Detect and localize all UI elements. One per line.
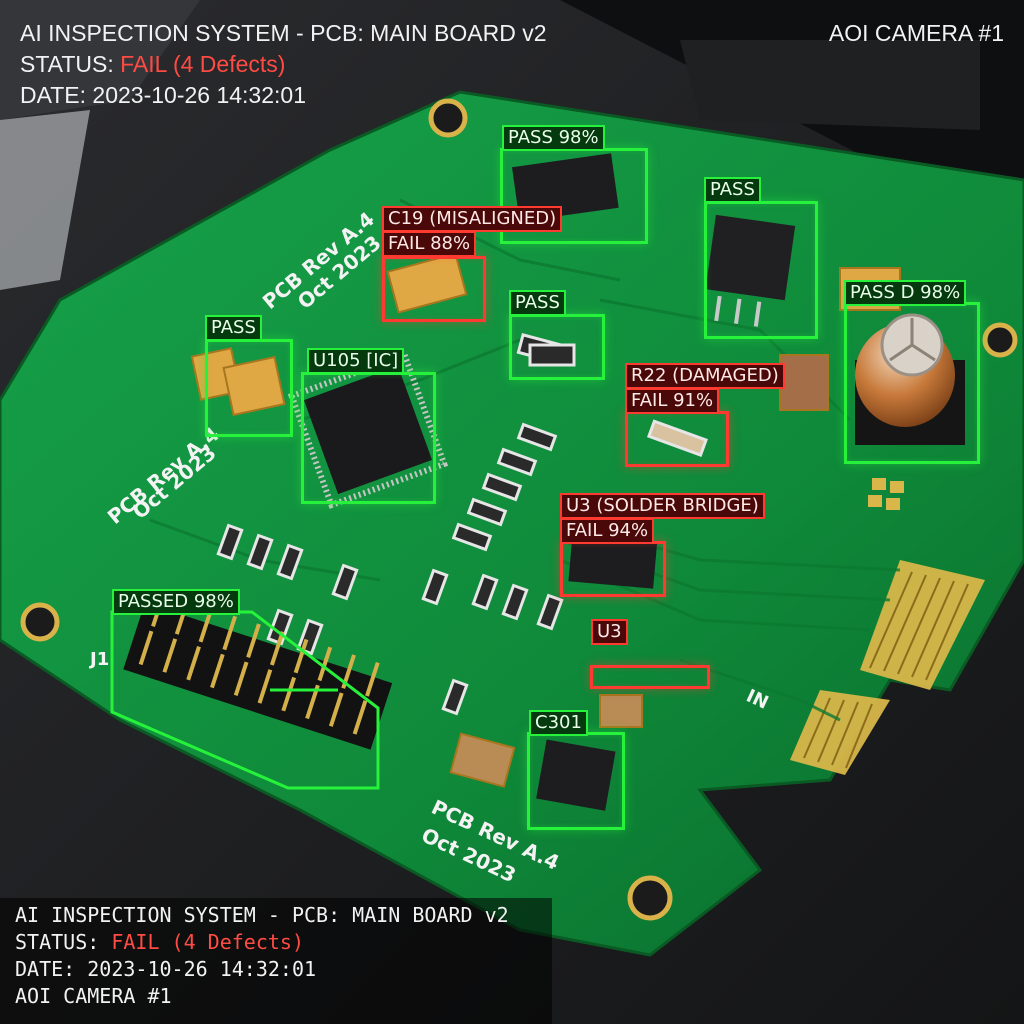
date-value: 2023-10-26 14:32:01: [92, 82, 306, 108]
detection-label: PASS 98%: [502, 125, 605, 151]
detection-label: PASS: [509, 290, 566, 316]
defect-label: U3: [591, 619, 628, 645]
defect-box[interactable]: [590, 665, 710, 689]
defect-confidence: FAIL 94%: [560, 518, 655, 544]
detection-label: PASS: [704, 177, 761, 203]
status-value: FAIL (4 Defects): [111, 930, 304, 954]
status-label: STATUS:: [20, 51, 114, 77]
pcb-board: [0, 90, 1024, 957]
system-title: AI INSPECTION SYSTEM - PCB: MAIN BOARD v…: [20, 20, 547, 46]
regulator: [536, 739, 616, 811]
date-line: DATE: 2023-10-26 14:32:01: [20, 80, 547, 111]
detection-label: PASS: [205, 315, 262, 341]
detection-box[interactable]: [527, 732, 625, 830]
date-label: DATE:: [15, 957, 76, 981]
silkscreen-connector: J1: [88, 649, 109, 670]
ic-qfp: [287, 351, 449, 509]
ic-top: [512, 153, 619, 222]
camera-id: AOI CAMERA #1: [15, 984, 172, 1008]
defect-confidence: FAIL 88%: [382, 231, 477, 257]
date-line: DATE: 2023-10-26 14:32:01: [15, 956, 552, 983]
capacitors: [190, 252, 901, 788]
gold-pads: [868, 478, 904, 510]
detection-label: U105 [IC]: [307, 348, 405, 374]
detection-label: PASS D 98%: [844, 280, 967, 306]
electrolytic-capacitor: [855, 313, 965, 445]
hud-header: AI INSPECTION SYSTEM - PCB: MAIN BOARD v…: [20, 18, 547, 111]
status-value: FAIL (4 Defects): [120, 51, 286, 77]
detection-label: C301: [529, 710, 588, 736]
mounting-holes: [20, 98, 1018, 921]
detection-label: PASSED 98%: [112, 589, 240, 615]
hud-footer: AI INSPECTION SYSTEM - PCB: MAIN BOARD v…: [0, 898, 552, 1024]
resistor-field: [216, 333, 708, 716]
camera-id: AOI CAMERA #1: [828, 20, 1004, 46]
status-line: STATUS: FAIL (4 Defects): [20, 49, 547, 80]
defect-label: U3 (SOLDER BRIDGE): [560, 493, 765, 519]
system-title: AI INSPECTION SYSTEM - PCB: MAIN BOARD v…: [15, 903, 509, 927]
ic-u3: [568, 536, 658, 589]
status-label: STATUS:: [15, 930, 100, 954]
ic-right: [705, 214, 796, 327]
defect-label: R22 (DAMAGED): [625, 363, 785, 389]
date-value: 2023-10-26 14:32:01: [87, 957, 317, 981]
status-line: STATUS: FAIL (4 Defects): [15, 929, 552, 956]
defect-confidence: FAIL 91%: [625, 388, 720, 414]
edge-connector: [790, 560, 985, 775]
date-label: DATE:: [20, 82, 87, 108]
defect-box[interactable]: [382, 256, 486, 322]
detection-box[interactable]: [704, 201, 818, 339]
